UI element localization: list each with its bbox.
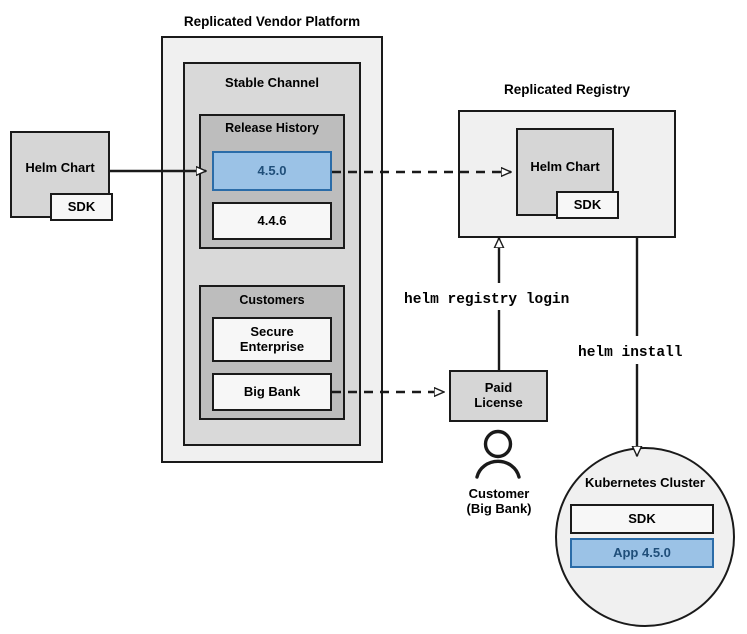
paid-license-box: Paid License xyxy=(449,370,548,422)
release-item-4-5-0[interactable]: 4.5.0 xyxy=(212,151,332,191)
stable-channel-title: Stable Channel xyxy=(225,75,319,90)
customer-big-bank[interactable]: Big Bank xyxy=(212,373,332,411)
registry-title: Replicated Registry xyxy=(503,82,631,97)
customers-title: Customers xyxy=(239,293,305,307)
kubernetes-cluster-circle xyxy=(555,447,735,627)
source-helm-chart-sdk: SDK xyxy=(50,193,113,221)
customer-actor-label: Customer (Big Bank) xyxy=(466,486,532,516)
cluster-item-sdk: SDK xyxy=(570,504,714,534)
vendor-platform-title: Replicated Vendor Platform xyxy=(183,14,361,29)
release-item-4-4-6[interactable]: 4.4.6 xyxy=(212,202,332,240)
customer-secure-enterprise[interactable]: Secure Enterprise xyxy=(212,317,332,362)
helm-install-command: helm install xyxy=(578,345,683,361)
helm-registry-login-command: helm registry login xyxy=(404,292,570,308)
cluster-item-app: App 4.5.0 xyxy=(570,538,714,568)
kubernetes-cluster-title: Kubernetes Cluster xyxy=(585,475,705,490)
registry-helm-chart-sdk: SDK xyxy=(556,191,619,219)
release-history-title: Release History xyxy=(225,121,319,135)
